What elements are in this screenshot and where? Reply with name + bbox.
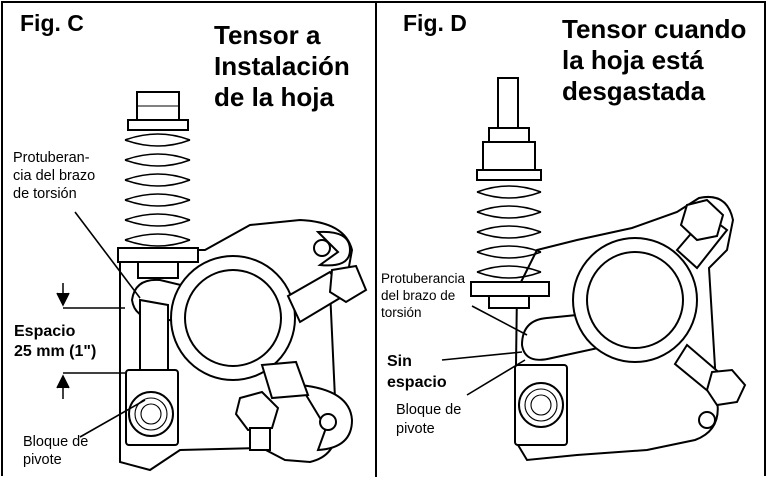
panel-title-line-3: desgastada: [562, 76, 706, 106]
fig-label: Fig. C: [20, 10, 84, 36]
protrusion-callout-line-2: del brazo de: [381, 288, 456, 303]
panel-fig-d: Fig. D Tensor cuando la hoja está desgas…: [377, 0, 770, 477]
panel-title-line-2: Instalación: [214, 51, 350, 81]
pivot-callout-line-2: pivote: [23, 452, 62, 468]
panel-title-line-1: Tensor cuando: [562, 14, 747, 44]
protrusion-callout-line-3: de torsión: [13, 186, 77, 202]
panel-fig-c: Fig. C Tensor a Instalación de la hoja P…: [0, 0, 376, 477]
fig-label: Fig. D: [403, 10, 467, 36]
spring-d: [470, 127, 550, 309]
gap-callout-line-2: 25 mm (1"): [14, 343, 97, 360]
protrusion-callout-line-1: Protuberancia: [381, 271, 466, 286]
threaded-rod-d: [497, 77, 519, 129]
protrusion-callout-line-3: torsión: [381, 305, 422, 320]
gap-callout-line-1: Espacio: [14, 323, 76, 340]
protrusion-callout-line-2: cia del brazo: [13, 168, 96, 184]
pivot-callout-line-1: Bloque de: [23, 434, 89, 450]
spring-c: [117, 91, 199, 279]
tensioner-illustration-c: [56, 91, 368, 472]
pivot-callout-line-1: Bloque de: [396, 402, 462, 418]
tensioner-illustration-d: [441, 77, 747, 462]
pivot-callout-line-2: pivote: [396, 421, 435, 437]
protrusion-callout-line-1: Protuberan-: [13, 150, 90, 166]
panel-title-line-1: Tensor a: [214, 20, 321, 50]
gap-callout-line-2: espacio: [387, 374, 447, 391]
panel-divider: [375, 1, 377, 477]
panel-title-line-3: de la hoja: [214, 82, 334, 112]
gap-callout-line-1: Sin: [387, 353, 412, 370]
panel-title-line-2: la hoja está: [562, 45, 704, 75]
